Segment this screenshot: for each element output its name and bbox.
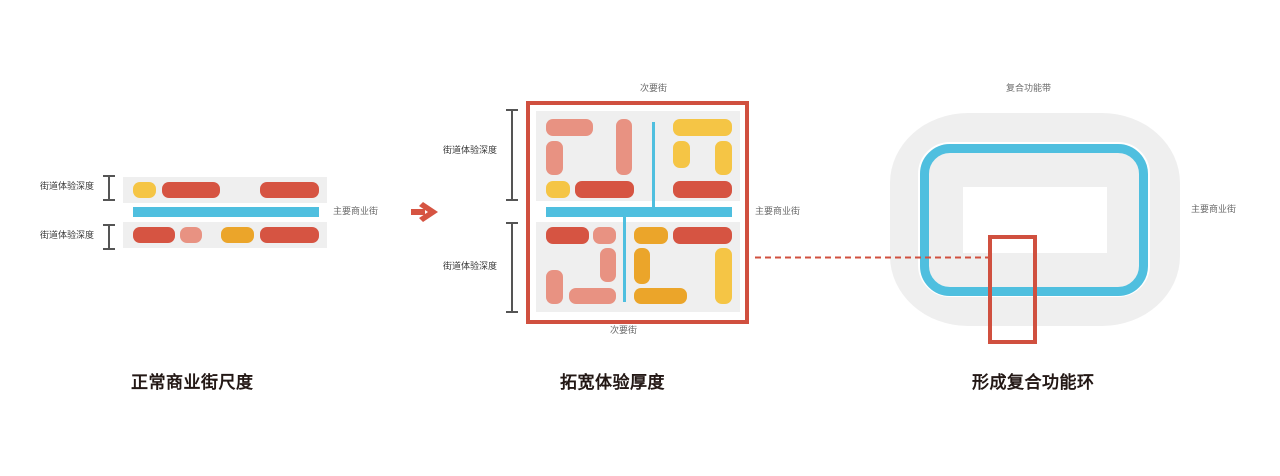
function-band-label: 复合功能带 bbox=[1006, 84, 1052, 94]
shop-block bbox=[616, 119, 632, 175]
shop-block bbox=[260, 227, 319, 243]
shop-block bbox=[133, 227, 175, 243]
core-area bbox=[963, 187, 1107, 253]
secondary-street-bottom bbox=[623, 214, 626, 302]
shop-block bbox=[600, 248, 616, 282]
shop-block bbox=[180, 227, 202, 243]
shop-block bbox=[221, 227, 254, 243]
shop-block bbox=[546, 141, 563, 175]
shop-block bbox=[546, 227, 589, 244]
main-street-label: 主要商业街 bbox=[755, 207, 801, 217]
main-street bbox=[546, 207, 732, 217]
shop-block bbox=[634, 248, 650, 284]
depth-label-bottom: 街道体验深度 bbox=[443, 262, 498, 272]
depth-label-bottom: 街道体验深度 bbox=[40, 231, 95, 241]
shop-block bbox=[162, 182, 220, 198]
shop-block bbox=[673, 181, 732, 198]
shop-block bbox=[133, 182, 156, 198]
secondary-street-label-bottom: 次要街 bbox=[610, 326, 638, 336]
shop-block bbox=[569, 288, 616, 304]
shop-block bbox=[546, 119, 593, 136]
depth-marker-icon bbox=[103, 224, 115, 250]
shop-block bbox=[715, 248, 732, 304]
secondary-street-top bbox=[652, 122, 655, 210]
shop-block bbox=[673, 227, 732, 244]
panel-title: 正常商业街尺度 bbox=[131, 373, 254, 393]
shop-block bbox=[593, 227, 616, 244]
depth-marker-icon bbox=[103, 175, 115, 201]
shop-block bbox=[634, 227, 668, 244]
shop-block bbox=[673, 141, 690, 168]
shop-block bbox=[546, 181, 570, 198]
shop-block bbox=[260, 182, 319, 198]
panel-title: 拓宽体验厚度 bbox=[560, 373, 665, 393]
shop-block bbox=[634, 288, 687, 304]
shop-block bbox=[715, 141, 732, 175]
depth-marker-icon bbox=[506, 222, 518, 313]
shop-block bbox=[575, 181, 634, 198]
main-street-label: 主要商业街 bbox=[1191, 205, 1237, 215]
depth-marker-icon bbox=[506, 109, 518, 201]
secondary-street-label-top: 次要街 bbox=[640, 84, 668, 94]
main-street-label: 主要商业街 bbox=[333, 207, 379, 217]
focus-frame bbox=[526, 101, 749, 324]
depth-label-top: 街道体验深度 bbox=[443, 146, 498, 156]
panel-title: 形成复合功能环 bbox=[972, 373, 1095, 393]
depth-label-top: 街道体验深度 bbox=[40, 182, 95, 192]
shop-block bbox=[546, 270, 563, 304]
main-street bbox=[133, 207, 319, 217]
shop-block bbox=[673, 119, 732, 136]
